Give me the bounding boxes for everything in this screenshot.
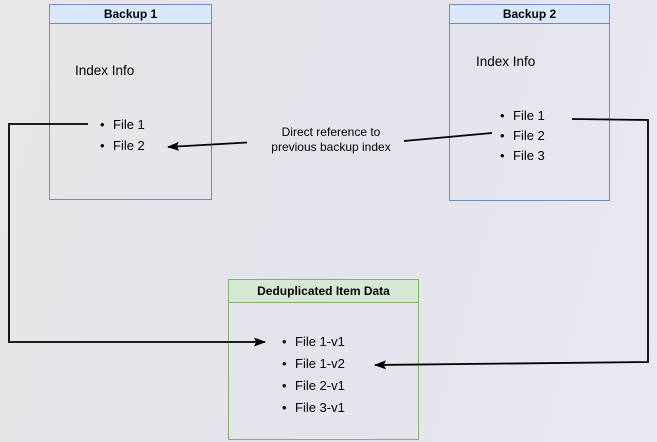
- annotation-line1: Direct reference to: [281, 125, 381, 139]
- backup2-file-list: File 1 File 2 File 3: [500, 106, 545, 166]
- annotation-line2: previous backup index: [271, 140, 391, 154]
- backup2-title: Backup 2: [502, 7, 557, 21]
- backup1-file-list: File 1 File 2: [100, 114, 145, 156]
- direct-reference-annotation: Direct reference to previous backup inde…: [240, 125, 422, 155]
- dedup-header: Deduplicated Item Data: [229, 280, 418, 303]
- backup2-file-item: File 2: [500, 126, 545, 146]
- backup2-file-item: File 1: [500, 106, 545, 126]
- dedup-file-item: File 1-v1: [282, 331, 345, 353]
- dedup-file-item: File 2-v1: [282, 375, 345, 397]
- backup2-file-item: File 3: [500, 146, 545, 166]
- backup2-header: Backup 2: [450, 5, 609, 24]
- dedup-file-list: File 1-v1 File 1-v2 File 2-v1 File 3-v1: [282, 331, 345, 419]
- backup2-box: Backup 2: [449, 4, 610, 201]
- dedup-title: Deduplicated Item Data: [257, 284, 390, 298]
- backup1-box: Backup 1: [49, 4, 212, 200]
- backup1-header: Backup 1: [50, 5, 211, 24]
- dedup-file-item: File 3-v1: [282, 397, 345, 419]
- backup1-title: Backup 1: [103, 7, 158, 21]
- backup1-file-item: File 2: [100, 135, 145, 156]
- dedup-file-item: File 1-v2: [282, 353, 345, 375]
- backup1-file-item: File 1: [100, 114, 145, 135]
- backup2-index-info-label: Index Info: [476, 54, 536, 69]
- backup1-index-info-label: Index Info: [75, 63, 135, 78]
- dedup-box: Deduplicated Item Data: [228, 279, 419, 440]
